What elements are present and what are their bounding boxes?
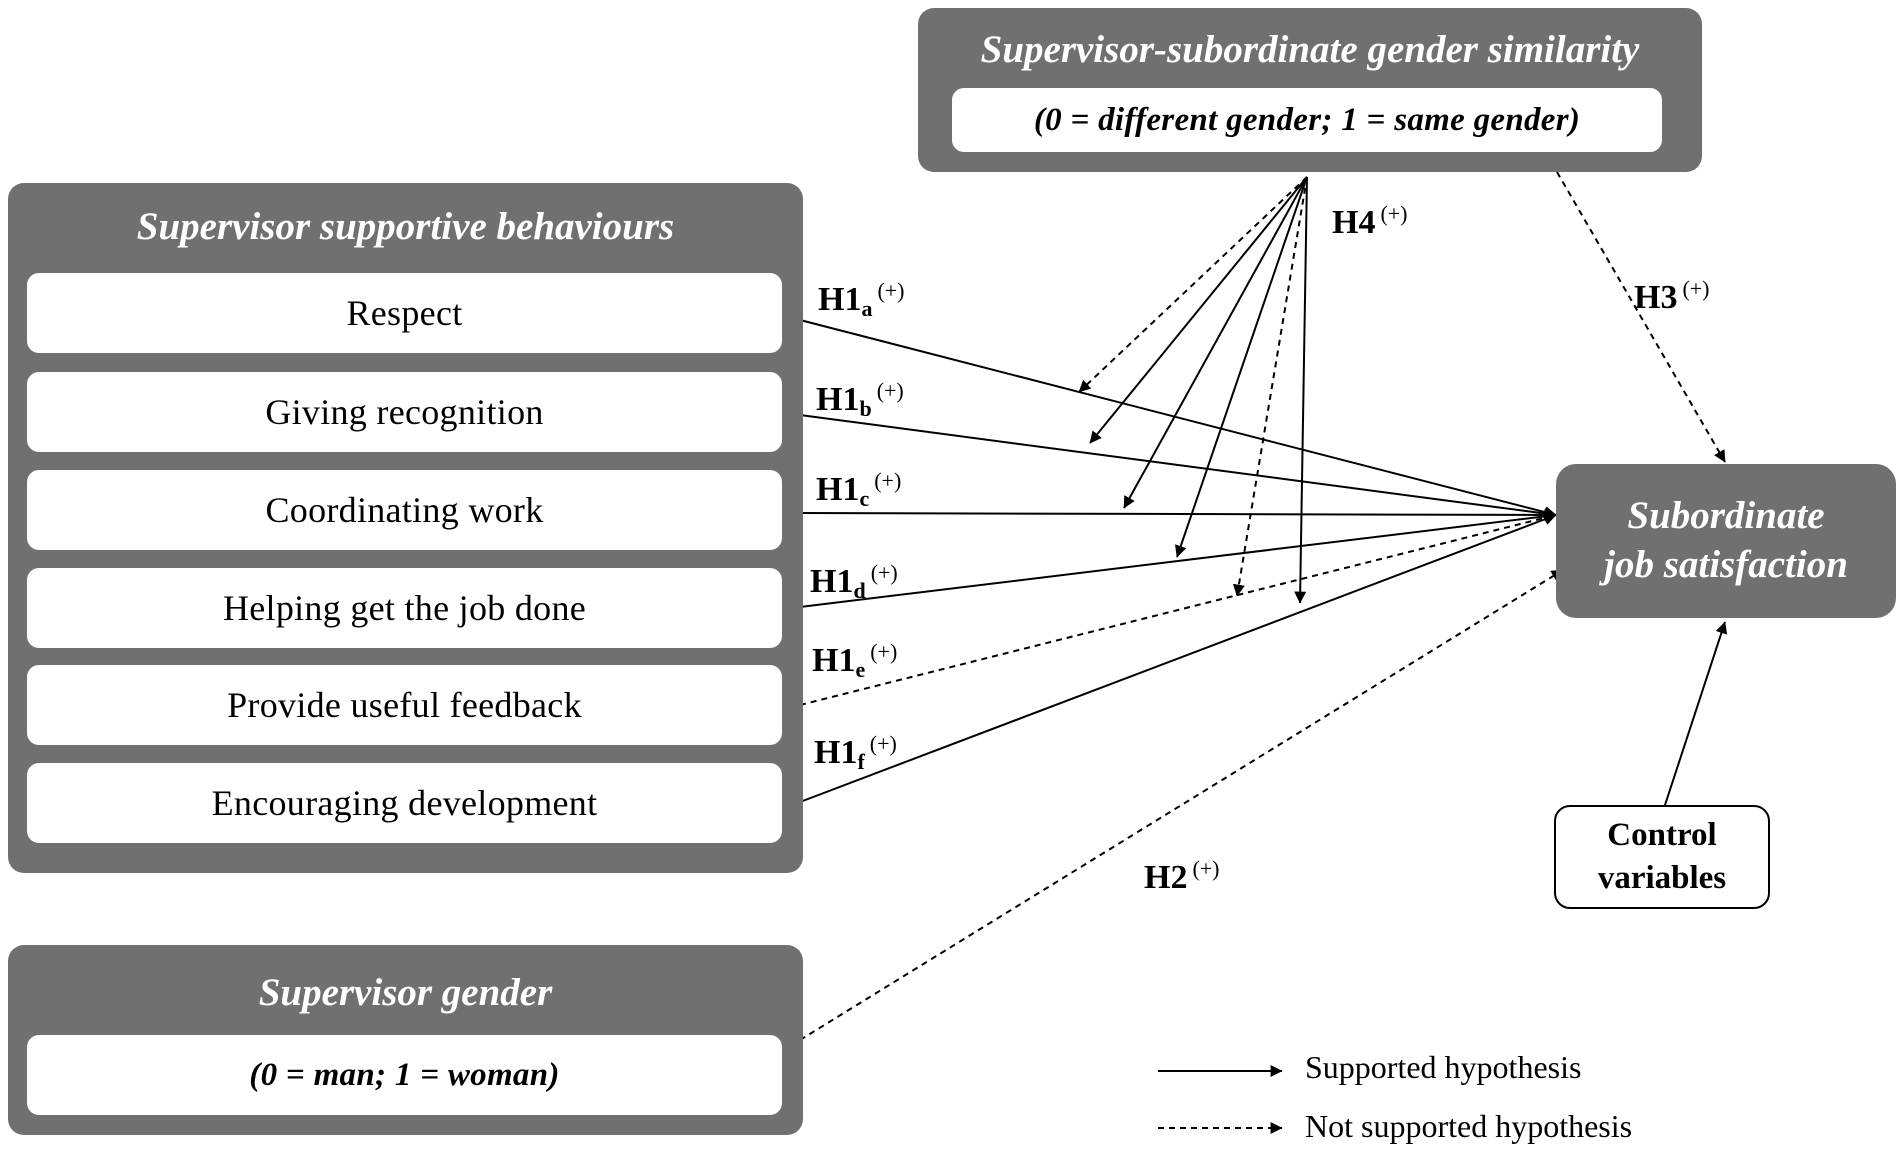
subordinate-job-satisfaction: Subordinate job satisfaction [1556, 464, 1896, 618]
h1b-path [799, 414, 1557, 520]
h4-path-recognition [1089, 176, 1308, 444]
moderator-title: Supervisor-subordinate gender similarity [980, 28, 1640, 71]
h1f-path [799, 513, 1557, 803]
control-line1: Control [1607, 817, 1717, 854]
h4-path-development [1294, 176, 1308, 604]
moderator-panel: Supervisor-subordinate gender similarity… [918, 8, 1702, 172]
behaviour-useful-feedback: Provide useful feedback [27, 665, 782, 745]
label-h4: H4(+) [1332, 201, 1408, 241]
h1c-path [799, 508, 1557, 521]
h4-path-respect [1078, 176, 1308, 393]
h4-path-helping [1175, 176, 1308, 558]
label-h2: H2(+) [1144, 856, 1220, 896]
behaviours-title: Supervisor supportive behaviours [136, 205, 675, 248]
behaviour-helping-job-done: Helping get the job done [27, 568, 782, 648]
label-h1d: H1d(+) [810, 560, 898, 603]
behaviour-encouraging-development: Encouraging development [27, 763, 782, 843]
label-h1c: H1c(+) [816, 468, 902, 511]
label-h1b: H1b(+) [816, 378, 904, 421]
legend-not-supported-label: Not supported hypothesis [1305, 1108, 1633, 1144]
behaviours-panel: Supervisor supportive behaviours Respect… [8, 183, 803, 873]
h1a-path [799, 319, 1557, 518]
label-h1e: H1e(+) [812, 639, 898, 682]
behaviour-coordinating-work: Coordinating work [27, 470, 782, 550]
h3-path [1556, 171, 1726, 463]
label-h1a: H1a(+) [818, 278, 905, 321]
outcome-line1: Subordinate [1627, 494, 1825, 538]
behaviour-giving-recognition: Giving recognition [27, 372, 782, 452]
behaviour-respect: Respect [27, 273, 782, 353]
h1d-path [799, 510, 1557, 608]
control-variables-box: Control variables [1554, 805, 1770, 909]
h4-path-feedback [1232, 176, 1308, 597]
h4-path-coordinating [1123, 176, 1308, 509]
outcome-line2: job satisfaction [1604, 543, 1848, 586]
supervisor-gender-coding: (0 = man; 1 = woman) [27, 1035, 782, 1115]
supervisor-gender-panel: Supervisor gender (0 = man; 1 = woman) [8, 945, 803, 1135]
moderator-coding: (0 = different gender; 1 = same gender) [952, 88, 1662, 152]
h1e-path [799, 511, 1557, 706]
h2-path [799, 569, 1564, 1041]
label-h1f: H1f(+) [814, 731, 897, 774]
legend-supported-label: Supported hypothesis [1305, 1049, 1582, 1085]
control-line2: variables [1597, 860, 1727, 896]
control-path [1664, 621, 1728, 806]
supervisor-gender-title: Supervisor gender [258, 971, 553, 1014]
label-h3: H3(+) [1634, 276, 1710, 316]
